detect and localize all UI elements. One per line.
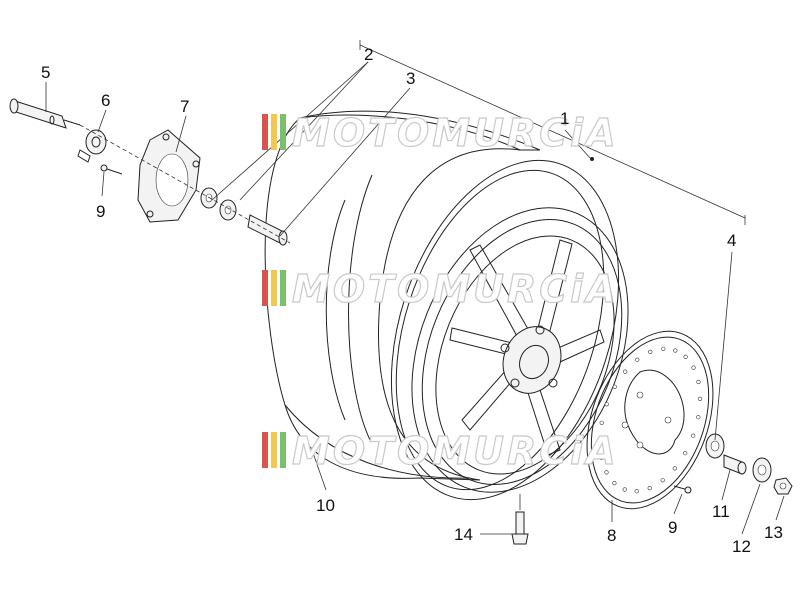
brake-disc — [586, 330, 714, 510]
disc-vent-hole — [697, 396, 703, 402]
disc-vent-hole — [672, 466, 677, 471]
callout-9-right: 9 — [668, 518, 677, 537]
callout-5: 5 — [41, 63, 50, 82]
callout-3: 3 — [406, 69, 415, 88]
callout-11: 11 — [712, 502, 730, 521]
disc-screw — [673, 485, 692, 494]
disc-vent-hole — [660, 478, 665, 483]
disc-vent-hole — [612, 481, 617, 486]
watermark-top: MOTOMURCiA — [262, 110, 619, 156]
disc-vent-hole — [661, 346, 666, 351]
screw-left — [100, 164, 123, 175]
callout-6: 6 — [101, 91, 110, 110]
disc-vent-hole — [696, 379, 701, 385]
callout-2: 2 — [364, 45, 373, 64]
spacer — [247, 214, 288, 246]
disc-vent-hole — [673, 348, 678, 353]
disc-vent-hole — [696, 415, 701, 420]
callout-7: 7 — [180, 97, 189, 116]
disc-vent-hole — [691, 433, 696, 438]
bearings — [200, 187, 237, 221]
watermark-bottom: MOTOMURCiA — [262, 428, 619, 474]
nut — [773, 477, 793, 495]
callout-12: 12 — [732, 537, 751, 556]
speedometer-drive — [77, 129, 107, 163]
bearing-right — [705, 433, 725, 459]
watermark-text-top: MOTOMURCiA — [292, 111, 619, 155]
leader-lines — [45, 40, 785, 535]
disc-vent-hole — [691, 365, 696, 370]
rim — [411, 207, 629, 493]
disc-vent-holes — [597, 346, 703, 494]
callout-13: 13 — [764, 523, 783, 542]
callout-1: 1 — [560, 109, 569, 128]
washer — [752, 457, 772, 483]
axle-centerline — [79, 124, 291, 244]
disc-vent-hole — [604, 402, 609, 407]
disc-vent-hole — [647, 486, 652, 491]
disc-vent-hole — [612, 384, 617, 389]
callout-9-left: 9 — [96, 202, 105, 221]
watermark-text-middle: MOTOMURCiA — [292, 267, 619, 311]
disc-vent-hole — [604, 470, 609, 475]
watermark-middle: MOTOMURCiA — [262, 266, 619, 312]
callout-10: 10 — [316, 496, 335, 515]
valve — [511, 511, 529, 545]
bracket — [137, 129, 201, 223]
disc-vent-hole — [683, 451, 688, 456]
disc-vent-hole — [648, 349, 653, 355]
callout-14: 14 — [454, 525, 473, 544]
disc-vent-hole — [597, 439, 603, 444]
callout-4: 4 — [727, 231, 736, 250]
callout-8: 8 — [607, 526, 616, 545]
disc-vent-hole — [635, 357, 640, 362]
disc-vent-hole — [599, 455, 604, 461]
disc-vent-hole — [683, 354, 688, 360]
axle — [9, 98, 81, 129]
watermark-text-bottom: MOTOMURCiA — [292, 429, 619, 473]
callouts: 1 2 3 4 5 6 7 8 9 9 10 11 12 13 14 — [41, 45, 783, 556]
disc-vent-hole — [599, 420, 604, 425]
disc-vent-hole — [622, 487, 627, 492]
tire — [264, 110, 620, 501]
disc-vent-hole — [623, 369, 628, 374]
spacer-right — [723, 454, 747, 475]
disc-vent-hole — [634, 489, 639, 494]
